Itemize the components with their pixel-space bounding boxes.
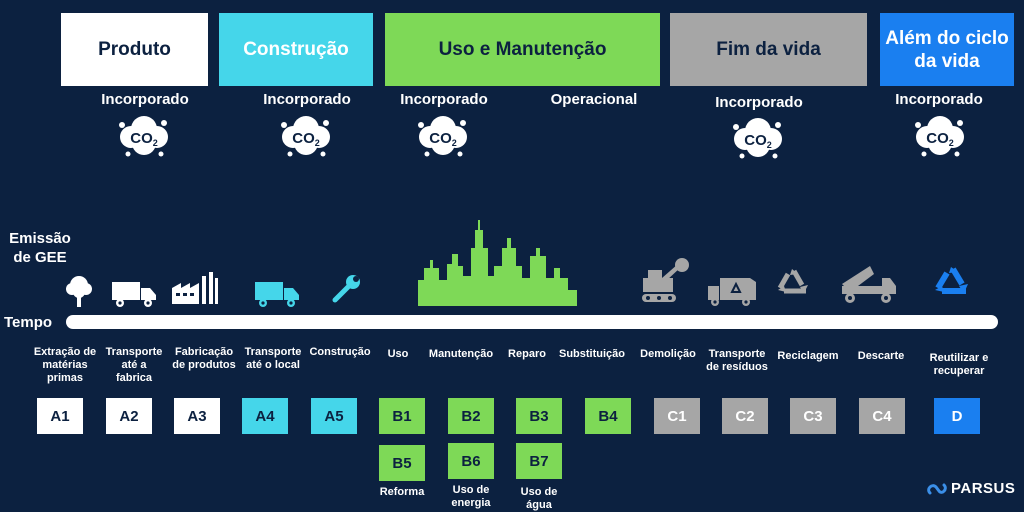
stage-name-b6: Uso de energia xyxy=(451,484,491,509)
code-box-b2: B2 xyxy=(448,398,494,434)
stage-name-a4: Transporte até o local xyxy=(244,346,302,371)
code-box-b6: B6 xyxy=(448,443,494,479)
brand-logo: PARSUS xyxy=(926,480,1015,497)
waste-truck-icon xyxy=(706,272,758,308)
stage-header-beyond: Além do ciclo da vida xyxy=(880,13,1014,86)
time-axis-label: Tempo xyxy=(4,314,53,331)
code-box-c4: C4 xyxy=(859,398,905,434)
stage-name-b1: Uso xyxy=(387,348,409,360)
stage-name-c4: Descarte xyxy=(857,350,905,362)
dump-truck-icon xyxy=(836,262,898,306)
stage-name-a5: Construção xyxy=(309,346,371,358)
stage-name-a3: Fabricação de produtos xyxy=(172,346,236,371)
stage-name-b2: Manutenção xyxy=(428,348,494,360)
code-box-b4: B4 xyxy=(585,398,631,434)
stage-name-b5: Reforma xyxy=(379,486,425,498)
svg-text:CO2: CO2 xyxy=(130,130,158,148)
svg-text:CO2: CO2 xyxy=(744,132,772,150)
stage-name-c3: Reciclagem xyxy=(777,350,839,362)
emission-label-operational: Operacional xyxy=(550,91,638,108)
code-box-c3: C3 xyxy=(790,398,836,434)
code-box-a3: A3 xyxy=(174,398,220,434)
stage-name-d: Reutilizar e recuperar xyxy=(929,352,989,377)
stage-name-c2: Transporte de resíduos xyxy=(706,348,768,373)
city-skyline-icon xyxy=(418,218,596,306)
tree-icon xyxy=(64,274,94,308)
emission-label-product: Incorporado xyxy=(101,91,189,108)
stage-name-b4: Substituição xyxy=(558,348,625,360)
stage-header-construction: Construção xyxy=(219,13,373,86)
recycle-icon xyxy=(930,264,976,306)
code-box-b3: B3 xyxy=(516,398,562,434)
emission-label-beyond: Incorporado xyxy=(895,91,983,108)
brand-name: PARSUS xyxy=(951,480,1016,497)
svg-text:CO2: CO2 xyxy=(292,130,320,148)
stage-name-a1: Extração de matérias primas xyxy=(33,346,97,384)
svg-text:CO2: CO2 xyxy=(429,130,457,148)
stage-header-product: Produto xyxy=(61,13,208,86)
timeline-bar xyxy=(66,315,998,329)
stage-name-c1: Demolição xyxy=(640,348,696,360)
code-box-d: D xyxy=(934,398,980,434)
emission-label-end-of-life: Incorporado xyxy=(715,94,803,111)
co2-cloud-icon: CO2 xyxy=(278,113,334,159)
emission-label-use-embodied: Incorporado xyxy=(400,91,488,108)
svg-text:CO2: CO2 xyxy=(926,130,954,148)
emission-axis-label: Emissão de GEE xyxy=(9,230,71,266)
truck-icon xyxy=(110,280,158,308)
co2-cloud-icon: CO2 xyxy=(912,113,968,159)
stage-name-b3: Reparo xyxy=(508,348,546,360)
code-box-a4: A4 xyxy=(242,398,288,434)
stage-name-a2: Transporte até a fabrica xyxy=(105,346,163,384)
code-box-b1: B1 xyxy=(379,398,425,434)
stage-header-use-maintenance: Uso e Manutenção xyxy=(385,13,660,86)
co2-cloud-icon: CO2 xyxy=(415,113,471,159)
recycle-icon xyxy=(772,266,816,306)
stage-name-b7: Uso de água xyxy=(520,486,558,511)
emission-label-construction: Incorporado xyxy=(263,91,351,108)
co2-cloud-icon: CO2 xyxy=(116,113,172,159)
stage-header-end-of-life: Fim da vida xyxy=(670,13,867,86)
co2-cloud-icon: CO2 xyxy=(730,115,786,161)
code-box-b5: B5 xyxy=(379,445,425,481)
factory-icon xyxy=(170,270,220,306)
code-box-c2: C2 xyxy=(722,398,768,434)
code-box-c1: C1 xyxy=(654,398,700,434)
code-box-a1: A1 xyxy=(37,398,83,434)
code-box-b7: B7 xyxy=(516,443,562,479)
demolition-machine-icon xyxy=(640,254,692,306)
code-box-a2: A2 xyxy=(106,398,152,434)
code-box-a5: A5 xyxy=(311,398,357,434)
wrench-icon xyxy=(327,272,363,308)
brand-logo-icon xyxy=(927,483,947,494)
truck-icon xyxy=(253,280,301,308)
